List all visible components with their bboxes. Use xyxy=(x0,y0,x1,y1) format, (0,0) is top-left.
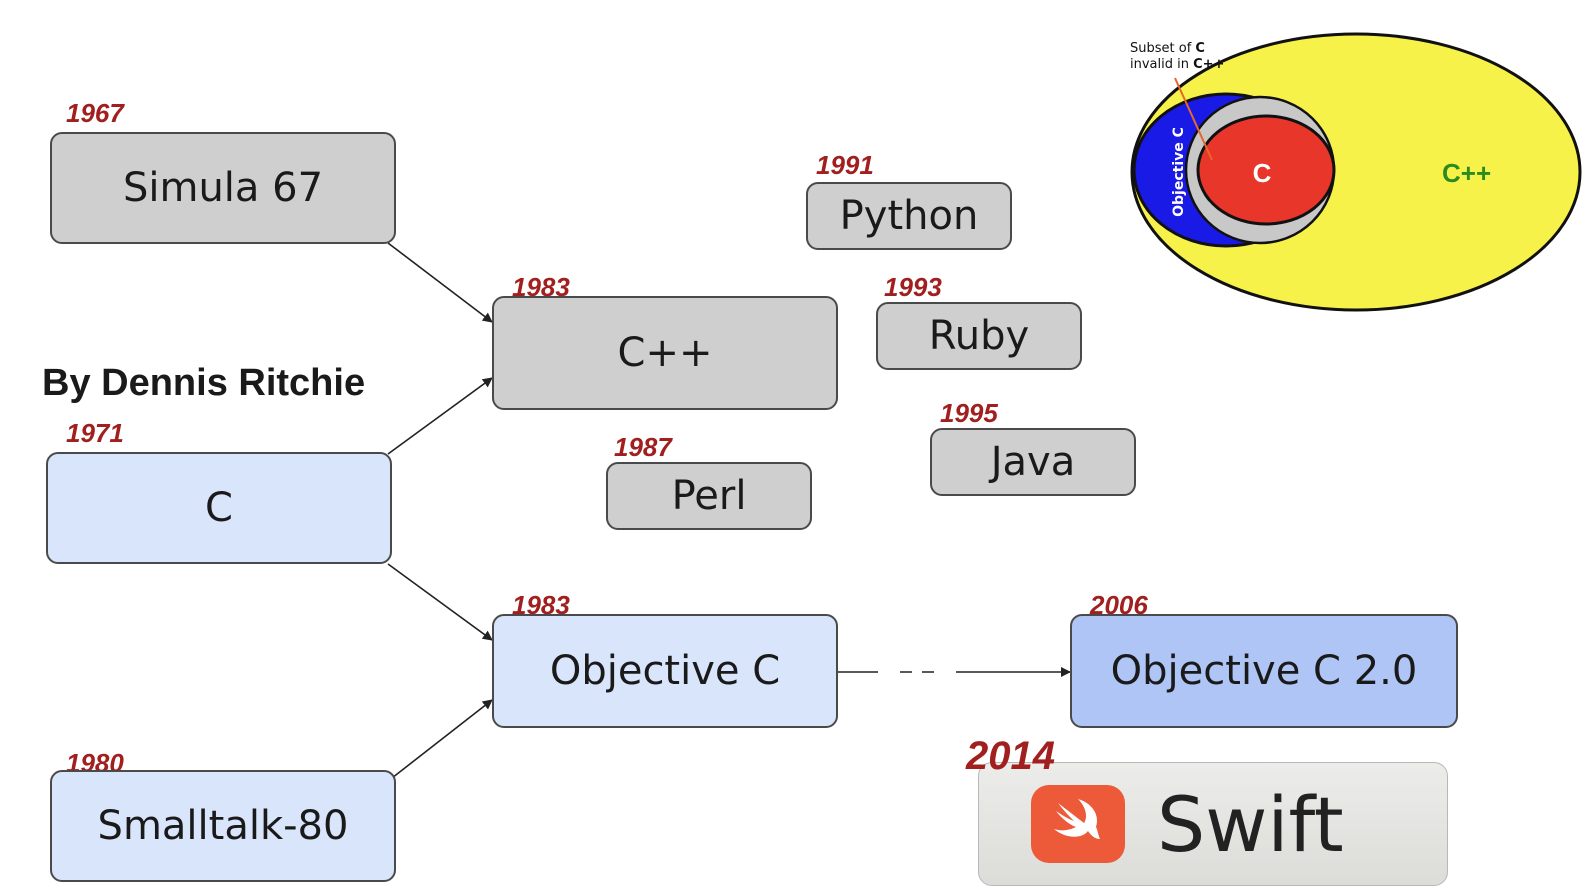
node-objective-c: Objective C xyxy=(492,614,838,728)
year-c: 1971 xyxy=(66,418,124,448)
swift-label: Swift xyxy=(1157,779,1344,869)
venn-c-circle xyxy=(1196,114,1336,226)
venn-c-label: C xyxy=(1253,158,1272,188)
node-java: Java xyxy=(930,428,1136,496)
arrow-c-to-cpp xyxy=(387,377,493,455)
venn-note-line2-prefix: invalid in xyxy=(1130,57,1193,72)
arrow-simula-to-cpp xyxy=(387,242,493,323)
venn-note-line1-bold: C xyxy=(1195,41,1205,56)
year-simula: 1967 xyxy=(66,98,124,128)
node-c: C xyxy=(46,452,392,564)
node-simula-67: Simula 67 xyxy=(50,132,396,244)
venn-note-line1-prefix: Subset of xyxy=(1130,41,1195,56)
arrow-smalltalk-to-objc xyxy=(391,699,493,779)
year-swift: 2014 xyxy=(966,734,1055,778)
venn-note-pointer xyxy=(1174,77,1213,161)
venn-note-line2: invalid in C++ xyxy=(1130,57,1224,72)
swift-banner: Swift xyxy=(978,762,1448,886)
author-label: By Dennis Ritchie xyxy=(42,362,366,404)
venn-note-line1: Subset of C xyxy=(1130,41,1205,56)
venn-note-line2-bold: C++ xyxy=(1193,57,1224,72)
arrow-c-to-objc xyxy=(387,563,493,641)
year-java: 1995 xyxy=(940,398,998,428)
node-python: Python xyxy=(806,182,1012,250)
year-perl: 1987 xyxy=(614,432,672,462)
venn-diagram: C++ C Objective C Subset of C invalid in… xyxy=(1130,32,1582,312)
node-ruby: Ruby xyxy=(876,302,1082,370)
node-cpp: C++ xyxy=(492,296,838,410)
year-ruby: 1993 xyxy=(884,272,942,302)
node-perl: Perl xyxy=(606,462,812,530)
venn-objc-label: Objective C xyxy=(1171,127,1187,217)
year-python: 1991 xyxy=(816,150,874,180)
venn-cpp-label: C++ xyxy=(1442,158,1491,188)
node-objective-c-2: Objective C 2.0 xyxy=(1070,614,1458,728)
node-smalltalk-80: Smalltalk-80 xyxy=(50,770,396,882)
swift-bird-icon xyxy=(1031,785,1125,863)
